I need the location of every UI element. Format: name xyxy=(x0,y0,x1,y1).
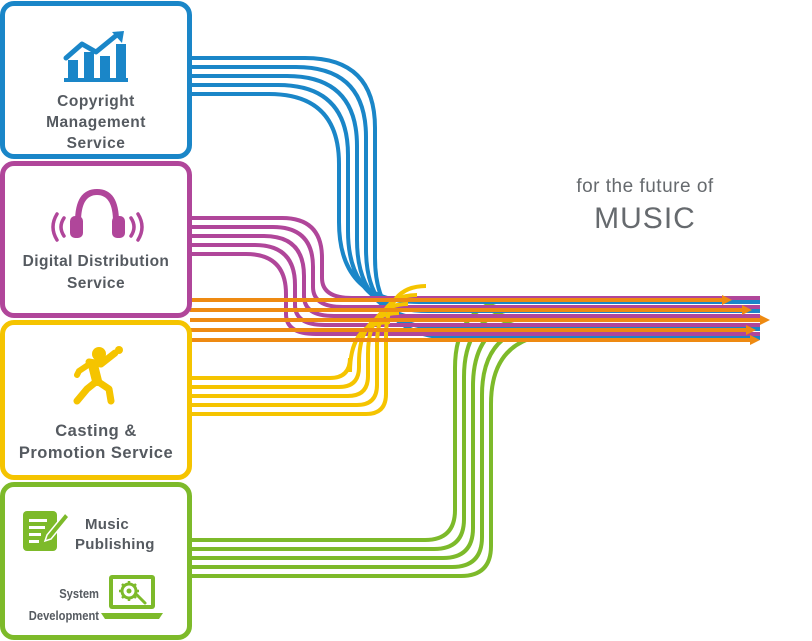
orange-arrow-head-5 xyxy=(750,335,760,345)
tagline-line2: MUSIC xyxy=(594,202,696,235)
system-development-label: System Development xyxy=(23,583,99,627)
document-edit-icon xyxy=(23,511,71,551)
music-publishing-line2: Publishing xyxy=(75,536,155,553)
headphones-icon xyxy=(51,188,144,242)
orange-arrow-head-1 xyxy=(722,295,732,305)
tagline: for the future of MUSIC xyxy=(520,176,770,236)
copyright-management-box: Copyright Management Service xyxy=(0,1,192,159)
distribution-label: Digital Distribution Service xyxy=(5,251,187,295)
system-development-line1: System xyxy=(59,586,99,601)
tagline-line1: for the future of xyxy=(576,176,714,197)
purple-flow-lines xyxy=(190,216,760,336)
digital-distribution-box: Digital Distribution Service xyxy=(0,161,192,318)
orange-flow-arrows xyxy=(190,295,770,345)
copyright-label-line1: Copyright xyxy=(57,93,135,110)
distribution-label-line2: Service xyxy=(67,275,125,292)
purple-line-4 xyxy=(190,243,760,327)
copyright-label: Copyright Management Service xyxy=(5,91,187,154)
casting-label-line1: Casting & xyxy=(55,422,137,440)
music-publishing-line1: Music xyxy=(85,516,130,533)
yellow-line-5 xyxy=(190,284,427,416)
purple-line-5 xyxy=(190,252,760,336)
laptop-gear-icon xyxy=(101,575,163,619)
casting-label: Casting & Promotion Service xyxy=(5,420,187,464)
distribution-label-line1: Digital Distribution xyxy=(22,253,170,270)
purple-line-3 xyxy=(190,234,760,318)
singer-icon xyxy=(73,346,123,405)
orange-arrow-head-2 xyxy=(742,305,752,315)
casting-label-line2: Promotion Service xyxy=(18,444,174,462)
green-line-3 xyxy=(190,314,760,560)
casting-promotion-box: Casting & Promotion Service xyxy=(0,320,192,480)
rising-bar-chart-icon xyxy=(63,31,128,82)
orange-arrow-head-3 xyxy=(760,315,770,325)
purple-line-2 xyxy=(190,225,760,309)
system-development-line2: Development xyxy=(28,608,99,623)
publishing-system-box: Music Publishing System Development xyxy=(0,482,192,640)
orange-arrow-head-4 xyxy=(746,325,756,335)
music-publishing-label: Music Publishing xyxy=(75,515,175,555)
copyright-label-line2: Management xyxy=(46,114,146,131)
purple-line-1 xyxy=(190,216,760,300)
copyright-label-line3: Service xyxy=(66,135,126,152)
